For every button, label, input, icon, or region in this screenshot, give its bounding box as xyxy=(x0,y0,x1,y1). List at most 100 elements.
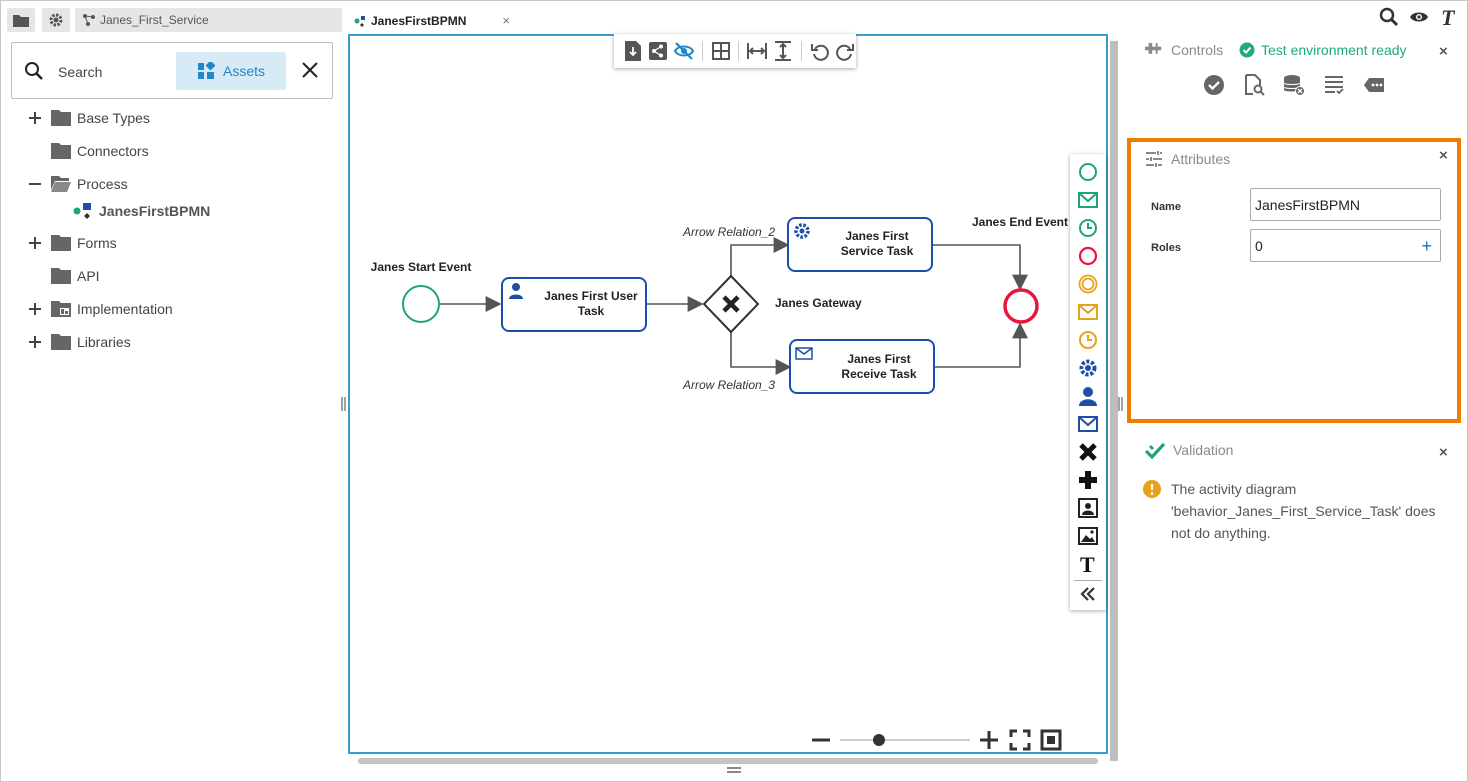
add-role-icon[interactable]: + xyxy=(1421,236,1432,256)
message-start-icon[interactable] xyxy=(1077,189,1099,211)
gear-icon[interactable] xyxy=(42,8,70,32)
lane-icon[interactable] xyxy=(1077,497,1099,519)
tree-item-implementation[interactable]: Implementation xyxy=(25,298,173,320)
log-list-icon[interactable] xyxy=(1323,74,1345,96)
redo-icon[interactable] xyxy=(834,40,856,62)
name-field[interactable]: JanesFirstBPMN xyxy=(1250,188,1441,221)
start-event-icon[interactable] xyxy=(1077,161,1099,183)
export-icon[interactable] xyxy=(622,40,644,62)
database-delete-icon[interactable] xyxy=(1283,74,1305,96)
expand-icon[interactable] xyxy=(25,112,45,124)
tree-item-libraries[interactable]: Libraries xyxy=(25,331,131,353)
flow-arrow-relation-2[interactable] xyxy=(730,237,790,276)
expand-icon[interactable] xyxy=(25,237,45,249)
expand-icon[interactable] xyxy=(25,336,45,348)
eye-icon[interactable] xyxy=(1409,10,1429,24)
assets-button[interactable]: Assets xyxy=(176,52,286,90)
validation-message: The activity diagram 'behavior_Janes_Fir… xyxy=(1143,478,1451,544)
tree-item-forms[interactable]: Forms xyxy=(25,232,117,254)
tab-label: JanesFirstBPMN xyxy=(371,14,467,28)
diagram-canvas[interactable]: Janes Start Event Janes First User Task … xyxy=(348,34,1108,754)
intermediate-event-icon[interactable] xyxy=(1077,273,1099,295)
controls-toolbar xyxy=(1203,74,1385,96)
collapse-icon[interactable] xyxy=(25,178,45,190)
bpmn-icon xyxy=(73,203,91,219)
search-input[interactable] xyxy=(58,61,168,83)
validate-icon[interactable] xyxy=(1203,74,1225,96)
search-icon[interactable] xyxy=(1379,7,1399,27)
expand-icon[interactable] xyxy=(25,303,45,315)
collapse-palette-icon[interactable] xyxy=(1077,583,1099,605)
service-task[interactable] xyxy=(787,217,933,272)
exclusive-gateway-icon[interactable] xyxy=(1077,441,1099,463)
share-icon[interactable] xyxy=(648,40,670,62)
breadcrumb[interactable]: Janes_First_Service xyxy=(75,8,342,32)
tag-more-icon[interactable] xyxy=(1363,74,1385,96)
envelope-icon xyxy=(795,347,813,360)
start-event[interactable] xyxy=(402,285,440,323)
folder-icon xyxy=(51,110,71,126)
service-task-icon[interactable] xyxy=(1077,357,1099,379)
breadcrumb-label: Janes_First_Service xyxy=(100,13,209,27)
assets-icon xyxy=(197,62,215,79)
message-intermediate-icon[interactable] xyxy=(1077,301,1099,323)
service-task-label-line2: Service Task xyxy=(841,244,914,258)
tree-label: JanesFirstBPMN xyxy=(99,203,211,219)
bottom-splitter-handle[interactable] xyxy=(727,767,741,773)
right-splitter-handle[interactable] xyxy=(1118,397,1124,411)
test-env-status: Test environment ready xyxy=(1239,42,1407,58)
timer-intermediate-icon[interactable] xyxy=(1077,329,1099,351)
zoom-in-icon[interactable] xyxy=(980,731,998,749)
roles-field[interactable]: 0 + xyxy=(1250,229,1441,262)
receive-task-icon[interactable] xyxy=(1077,413,1099,435)
timer-start-icon[interactable] xyxy=(1077,217,1099,239)
zoom-slider-handle[interactable] xyxy=(873,734,885,746)
fit-width-icon[interactable] xyxy=(746,40,768,62)
attributes-panel: Attributes × Name JanesFirstBPMN Roles 0… xyxy=(1127,138,1461,423)
flow-receive-to-end[interactable] xyxy=(934,322,1028,368)
tree-item-janesfirstbpmn[interactable]: JanesFirstBPMN xyxy=(73,202,210,220)
parallel-gateway-icon[interactable] xyxy=(1077,469,1099,491)
name-label: Name xyxy=(1151,201,1181,213)
tree-item-api[interactable]: API xyxy=(25,265,100,287)
horizontal-scrollbar[interactable] xyxy=(358,758,1098,764)
validation-text-line2: 'behavior_Janes_First_Service_Task' does xyxy=(1171,503,1436,519)
flow-service-to-end[interactable] xyxy=(932,244,1028,291)
tree-item-base-types[interactable]: Base Types xyxy=(25,107,150,129)
bpmn-icon xyxy=(354,16,365,27)
tree-item-process[interactable]: Process xyxy=(25,173,128,195)
fullscreen-icon[interactable] xyxy=(1009,729,1031,751)
tab-janesfirstbpmn[interactable]: JanesFirstBPMN × xyxy=(348,8,518,34)
left-splitter-handle[interactable] xyxy=(341,397,347,411)
undo-icon[interactable] xyxy=(809,40,831,62)
close-controls-icon[interactable]: × xyxy=(1439,43,1448,60)
svg-text:T: T xyxy=(1080,554,1095,574)
tree-label: Process xyxy=(77,176,128,192)
vertical-scrollbar[interactable] xyxy=(1110,41,1118,761)
close-attributes-icon[interactable]: × xyxy=(1439,147,1448,164)
user-task[interactable] xyxy=(501,277,647,332)
folder-icon[interactable] xyxy=(7,8,35,32)
end-event-icon[interactable] xyxy=(1077,245,1099,267)
fit-to-screen-icon[interactable] xyxy=(1040,729,1062,751)
search-box: Assets xyxy=(11,42,333,99)
image-icon[interactable] xyxy=(1077,525,1099,547)
name-value: JanesFirstBPMN xyxy=(1255,196,1361,213)
flow-arrow-relation-3[interactable] xyxy=(730,332,792,375)
grid-icon[interactable] xyxy=(710,40,732,62)
visibility-off-icon[interactable] xyxy=(673,40,695,62)
tree-item-connectors[interactable]: Connectors xyxy=(25,140,149,162)
receive-task[interactable] xyxy=(789,339,935,394)
close-icon[interactable] xyxy=(300,60,320,80)
controls-header: Controls xyxy=(1145,42,1223,58)
validation-header: Validation xyxy=(1145,441,1233,459)
fit-height-icon[interactable] xyxy=(772,40,794,62)
text-icon[interactable]: T xyxy=(1077,553,1099,575)
close-tab-icon[interactable]: × xyxy=(502,13,510,28)
end-event[interactable] xyxy=(1003,288,1039,324)
inspect-document-icon[interactable] xyxy=(1243,74,1265,96)
text-style-icon[interactable]: T xyxy=(1439,7,1457,27)
close-validation-icon[interactable]: × xyxy=(1439,444,1448,461)
user-task-icon[interactable] xyxy=(1077,385,1099,407)
